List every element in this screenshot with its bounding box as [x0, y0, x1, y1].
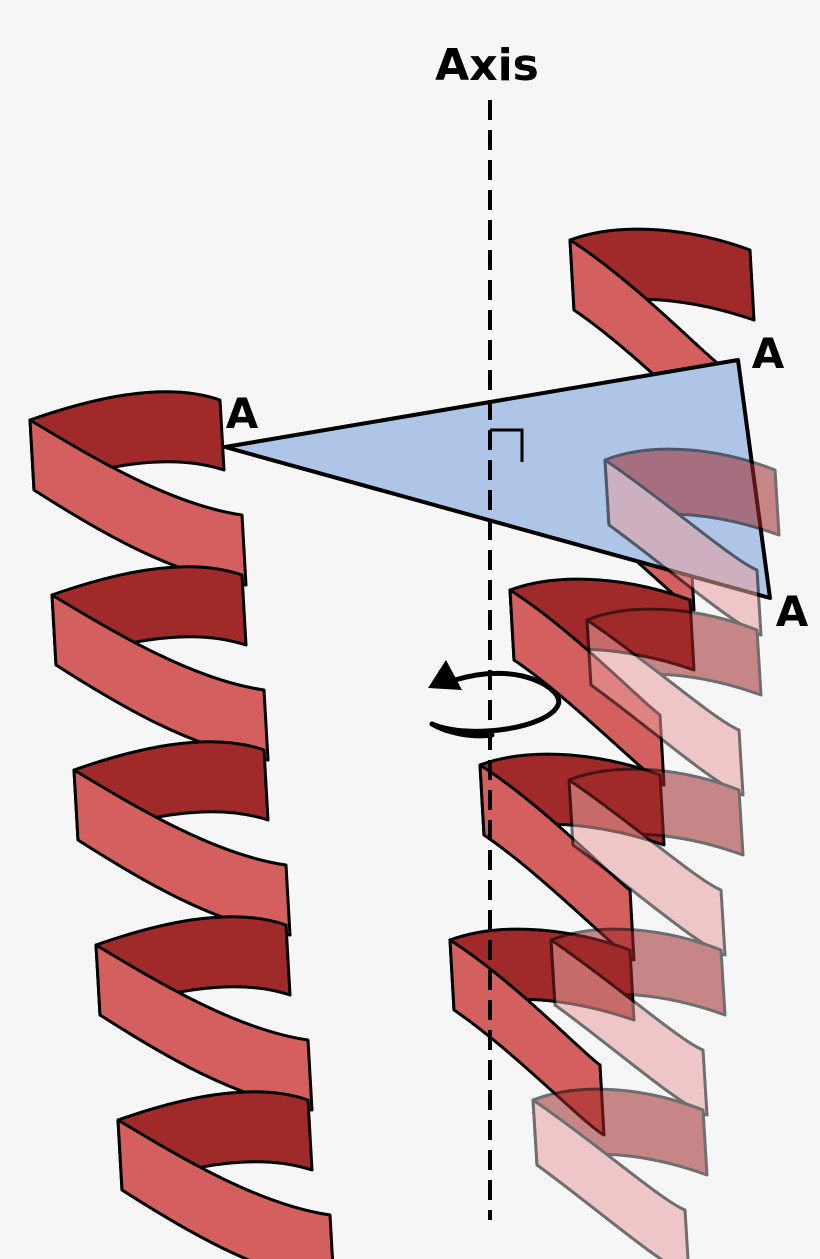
rotated-helix-ghost: [531, 447, 781, 1259]
helix-front-band: [50, 593, 270, 762]
left-helix: [28, 390, 335, 1259]
helix-front-band: [94, 943, 314, 1112]
rotation-arrow: [428, 660, 562, 739]
helix-front-band: [531, 1098, 690, 1259]
point-label-bottom-right: A: [776, 587, 809, 636]
helix-front-band: [603, 458, 763, 637]
helix-front-band: [28, 418, 248, 587]
point-label-top-right: A: [752, 329, 785, 378]
point-label-left: A: [226, 389, 259, 438]
arrowhead-icon: [428, 660, 462, 690]
helix-front-band: [549, 938, 709, 1117]
helix-front-band: [585, 618, 745, 797]
helix-front-band: [116, 1118, 335, 1259]
right-angle-marker: [490, 428, 524, 462]
helix-front-band: [567, 778, 727, 957]
helix-front-band: [72, 768, 292, 937]
axis-label: Axis: [435, 40, 539, 91]
